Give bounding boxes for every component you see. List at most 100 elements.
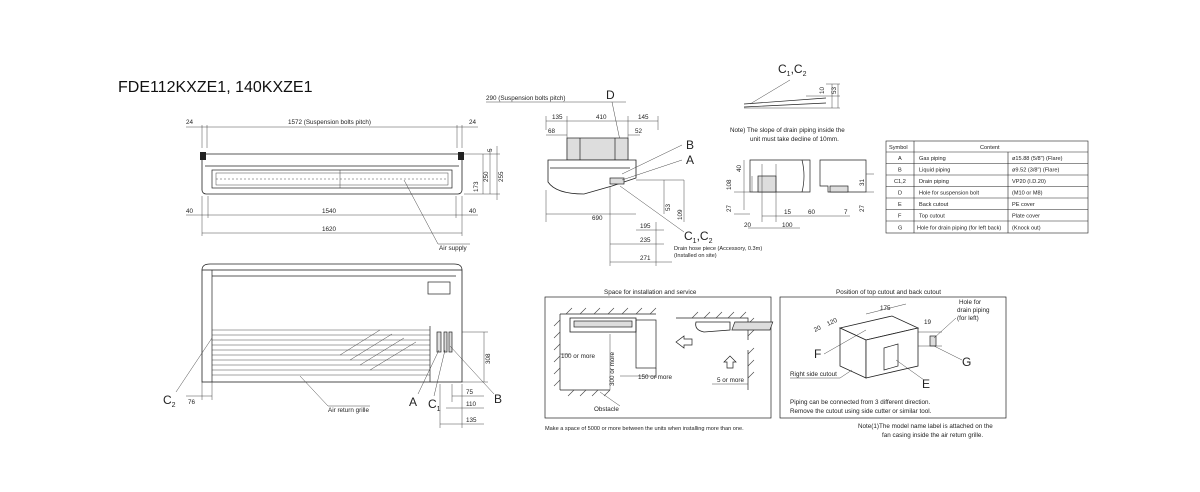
obstacle-label: Obstacle [594,406,619,413]
right-side-cutout-label: Right side cutout [790,371,837,378]
dim-side-271: 271 [640,255,651,262]
underside-view: C2 76 Air return grille A C1 B 308 75 11… [163,263,502,428]
cutout-label-f: F [814,347,821,361]
table-cell-item: Hole for suspension bolt [919,191,979,197]
dim-side-109: 109 [677,209,684,220]
table-cell-symbol: F [898,214,902,220]
legend-table: Symbol Content A Gas piping ø15.88 (5/8"… [885,140,1089,234]
air-supply-label: Air supply [439,245,467,252]
side-view: 290 (Suspension bolts pitch) D 135 410 1… [486,88,762,266]
dim-side-410: 410 [596,114,607,121]
dim-1572: 1572 (Suspension bolts pitch) [288,119,371,126]
dim-250: 250 [483,171,490,182]
cutout-dim-20: 20 [813,324,823,334]
dim-290: 290 (Suspension bolts pitch) [486,95,565,102]
dim-slope-53: 53 [831,86,838,94]
table-header-symbol: Symbol [889,145,908,151]
table-cell-spec: PE cover [1012,202,1035,208]
dim-detail-20: 20 [744,222,752,229]
dim-slope-10: 10 [819,86,826,94]
table-cell-item: Back cutout [919,202,949,208]
space-dim-5: 5 or more [717,377,744,384]
table-cell-item: Drain piping [919,179,949,185]
slope-note-1: Note) The slope of drain piping inside t… [730,127,845,134]
drain-hose-note-2: (Installed on site) [674,253,717,259]
dim-173: 173 [473,181,480,192]
label-c2: C2 [163,393,176,409]
table-cell-spec: ø15.88 (5/8") (Flare) [1012,156,1063,162]
hole-label-3: (for left) [957,315,979,322]
cutout-dim-19: 19 [924,319,932,326]
table-cell-symbol: C1,2 [894,179,906,185]
table-cell-spec: (Knock out) [1012,226,1041,232]
dim-detail-108: 108 [726,179,733,190]
label-slope-c1c2: C1,C2 [778,62,807,78]
dim-135: 135 [466,417,477,424]
dim-24-left: 24 [186,119,194,126]
table-cell-symbol: D [898,191,902,197]
dim-detail-27-left: 27 [726,204,733,212]
dim-side-135: 135 [552,114,563,121]
dim-76: 76 [188,399,196,406]
drain-hose-note-1: Drain hose piece (Accessory, 0.3m) [674,246,762,252]
dim-110: 110 [466,401,477,408]
label-side-b: B [686,138,694,152]
table-cell-symbol: E [898,202,902,208]
space-dim-300: 300 or more [609,352,616,386]
label-a: A [409,395,417,409]
cutout-dim-120: 120 [826,317,839,328]
dim-detail-40: 40 [736,164,743,172]
dim-255: 255 [498,171,505,182]
dim-detail-15: 15 [784,209,792,216]
dim-1620: 1620 [322,226,337,233]
dim-side-145: 145 [638,114,649,121]
table-cell-symbol: A [898,156,902,162]
model-note-1: Note(1)The model name label is attached … [858,423,993,430]
dim-side-195: 195 [640,223,651,230]
table-cell-spec: (M10 or M8) [1012,191,1043,197]
table-header-content: Content [980,145,1000,151]
table-cell-spec: Plate cover [1012,214,1040,220]
dim-5: 5 [487,148,494,152]
table-cell-symbol: G [898,226,902,232]
dim-detail-27-right: 27 [859,204,866,212]
model-note-2: fan casing inside the air return grille. [882,432,983,439]
table-cell-item: Top cutout [919,214,945,220]
cutout-label-g: G [962,355,971,369]
dim-40-right: 40 [469,208,477,215]
table-cell-symbol: B [898,168,902,174]
table-cell-spec: ø9.52 (3/8") (Flare) [1012,168,1060,174]
label-b: B [494,392,502,406]
cutout-note-2: Remove the cutout using side cutter or s… [790,408,932,415]
dim-detail-60: 60 [808,209,816,216]
slope-note-2: unit must take decline of 10mm. [750,136,839,143]
slope-detail: C1,C2 10 53 Note) The slope of drain pip… [730,62,845,143]
cutout-dim-175: 175 [880,305,891,312]
cutout-title: Position of top cutout and back cutout [836,289,941,296]
label-side-c1c2: C1,C2 [684,229,713,245]
space-dim-150: 150 or more [638,374,672,381]
dim-detail-31: 31 [859,178,866,186]
hole-label-1: Hole for [959,299,981,306]
space-title: Space for installation and service [604,289,697,296]
table-cell-item: Gas piping [919,156,946,162]
front-view: 24 1572 (Suspension bolts pitch) 24 5 17… [186,119,505,252]
label-side-a: A [686,153,694,167]
air-return-label: Air return grille [328,407,369,414]
dim-side-53: 53 [665,203,672,211]
dim-75: 75 [466,389,474,396]
dim-side-235: 235 [640,237,651,244]
label-d: D [606,88,615,102]
dim-detail-7: 7 [844,209,848,216]
space-dim-100: 100 or more [561,353,595,360]
drain-detail: 40 108 27 20 15 100 60 7 31 27 [726,159,874,229]
cutout-note-1: Piping can be connected from 3 different… [790,399,931,406]
table-cell-item: Hole for drain piping (for left back) [917,226,1001,232]
drawing-title: FDE112KXZE1, 140KXZE1 [118,79,313,96]
dim-side-68: 68 [548,128,556,135]
table-cell-item: Liquid piping [919,168,950,174]
hole-label-2: drain piping [957,307,990,314]
dim-24-right: 24 [469,119,477,126]
installation-space-panel: Space for installation and service 100 o… [544,289,772,432]
